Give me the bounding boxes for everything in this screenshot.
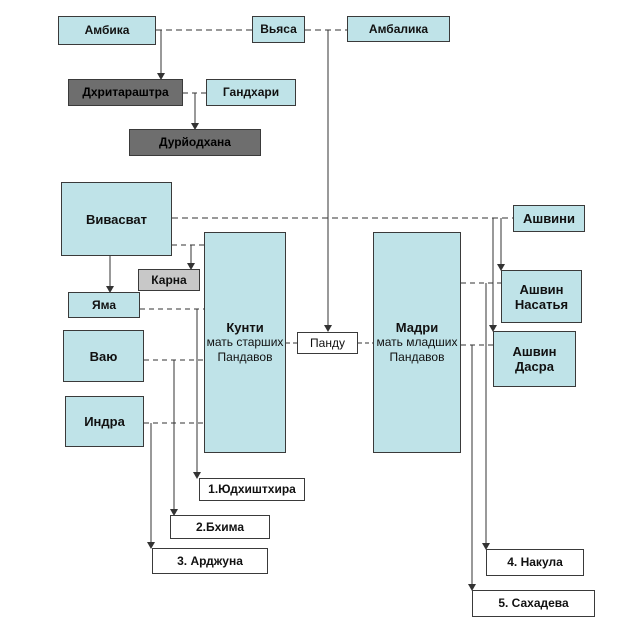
node-karna: Карна — [138, 269, 200, 291]
node-indra: Индра — [65, 396, 144, 447]
node-ashvin-dasra: Ашвин Дасра — [493, 331, 576, 387]
node-ashvin-nasatya: Ашвин Насатья — [501, 270, 582, 323]
madri-subtitle: мать младших Пандавов — [376, 335, 458, 364]
node-dhritarashtra: Дхритараштра — [68, 79, 183, 106]
node-vayu: Ваю — [63, 330, 144, 382]
kunti-subtitle: мать старших Пандавов — [206, 335, 284, 364]
node-madri: Мадри мать младших Пандавов — [373, 232, 461, 453]
node-nakula: 4. Накула — [486, 549, 584, 576]
node-duryodhana: Дурйодхана — [129, 129, 261, 156]
kunti-name: Кунти — [226, 320, 264, 335]
node-bhima: 2.Бхима — [170, 515, 270, 539]
node-pandu: Панду — [297, 332, 358, 354]
node-vivasvat: Вивасват — [61, 182, 172, 256]
node-arjuna: 3. Арджуна — [152, 548, 268, 574]
node-vyasa: Вьяса — [252, 16, 305, 43]
node-ambika: Амбика — [58, 16, 156, 45]
node-kunti: Кунти мать старших Пандавов — [204, 232, 286, 453]
node-sahadeva: 5. Сахадева — [472, 590, 595, 617]
node-yama: Яма — [68, 292, 140, 318]
node-yudhishthira: 1.Юдхиштхира — [199, 478, 305, 501]
node-ambalika: Амбалика — [347, 16, 450, 42]
node-ashvini: Ашвини — [513, 205, 585, 232]
node-gandhari: Гандхари — [206, 79, 296, 106]
madri-name: Мадри — [395, 320, 439, 335]
